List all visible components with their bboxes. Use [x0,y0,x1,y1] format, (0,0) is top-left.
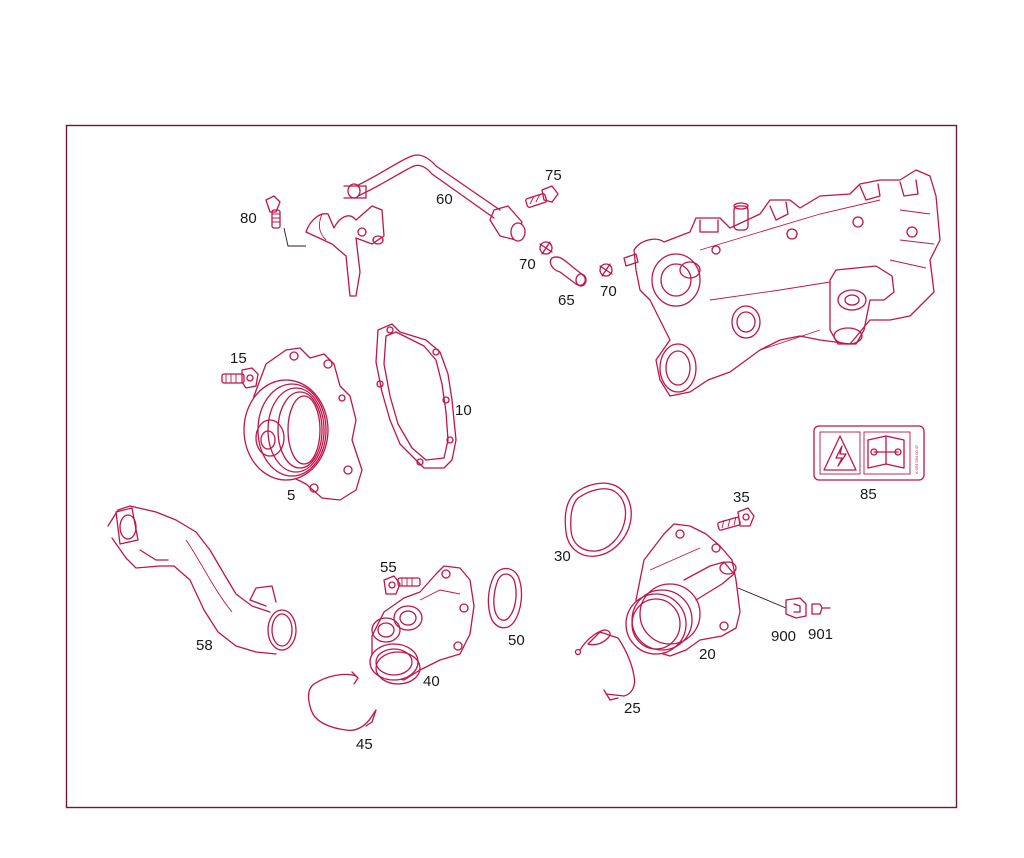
label-10: 10 [455,402,472,419]
part-70-clamp-right[interactable] [599,263,613,277]
part-50-o-ring[interactable] [487,567,523,629]
diagram-frame [65,124,958,809]
label-15: 15 [230,350,247,367]
part-80-bolt[interactable] [265,195,306,247]
label-85: 85 [860,486,877,503]
label-5: 5 [287,487,295,504]
label-20: 20 [699,646,716,663]
part-900-sensor[interactable] [785,597,807,619]
label-901: 901 [808,626,833,643]
part-30-seal-ring[interactable] [564,482,632,557]
part-901-clip[interactable] [811,603,831,615]
part-10-gasket[interactable] [375,323,457,469]
label-25: 25 [624,700,641,717]
label-65: 65 [558,292,575,309]
part-60-coolant-pipe[interactable] [305,154,526,297]
part-65-hose[interactable] [549,256,587,287]
label-30: 30 [554,548,571,565]
engine-housing [623,169,941,397]
label-50: 50 [508,632,525,649]
label-75: 75 [545,167,562,184]
part-75-bolt[interactable] [525,185,559,208]
part-45-wire-clip[interactable] [307,671,377,732]
label-58: 58 [196,637,213,654]
label-70-left: 70 [519,256,536,273]
part-15-bolt[interactable] [221,367,259,389]
label-80: 80 [240,210,257,227]
label-35: 35 [733,489,750,506]
part-70-clamp-left[interactable] [539,241,553,255]
label-70-right: 70 [600,283,617,300]
part-85-warning-label[interactable]: A 654 584 00 47 [813,425,925,481]
label-40: 40 [423,673,440,690]
label-45: 45 [356,736,373,753]
label-900: 900 [771,628,796,645]
warning-label-code: A 654 584 00 47 [914,444,919,474]
part-35-bolt[interactable] [717,507,755,531]
part-20-thermostat-housing[interactable] [625,523,787,657]
part-5-water-pump[interactable] [243,347,363,501]
label-55: 55 [380,559,397,576]
part-25-wire-clip[interactable] [574,629,636,701]
part-40-thermostat-cover[interactable] [369,565,475,685]
part-55-bolt[interactable] [383,575,421,595]
part-58-coolant-pipe[interactable] [107,505,297,655]
label-60: 60 [436,191,453,208]
